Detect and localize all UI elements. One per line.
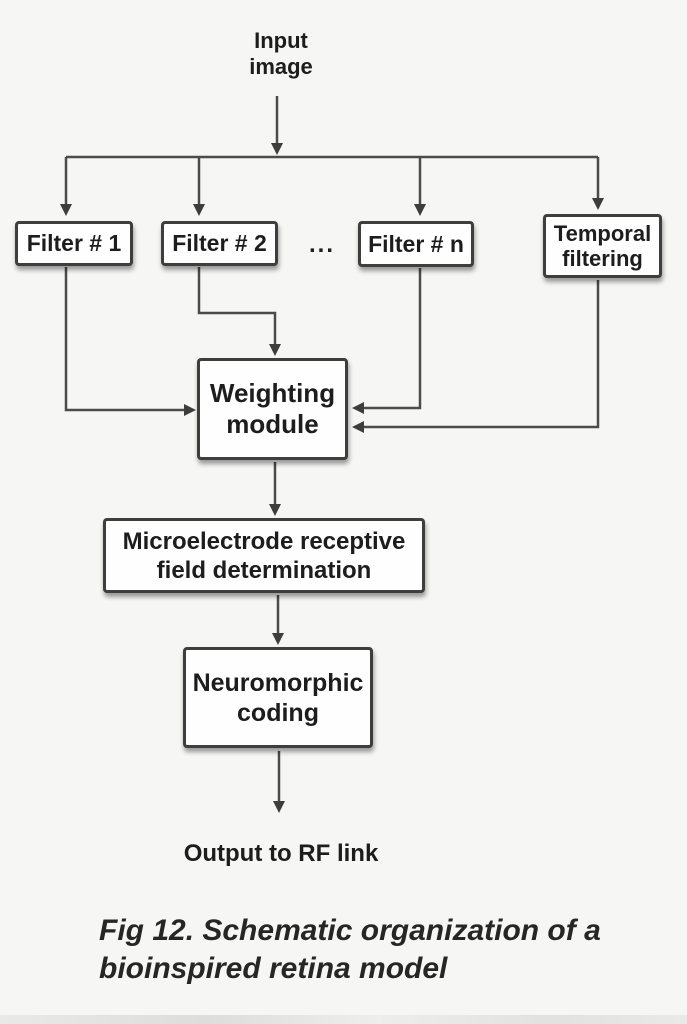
figure-caption-line2: bioinspired retina model [99, 952, 448, 985]
filter-2-box: Filter # 2 [161, 221, 278, 266]
microelectrode-line1: Microelectrode receptive [122, 527, 406, 555]
microelectrode-line2: field determination [156, 556, 372, 584]
temporal-line2: filtering [562, 246, 643, 271]
weighting-line2: module [226, 409, 319, 439]
filter-n-label: Filter # n [368, 230, 464, 257]
microelectrode-box: Microelectrode receptive field determina… [103, 518, 425, 593]
connector-filter1-to-weighting [64, 267, 196, 416]
filter-1-label: Filter # 1 [26, 230, 122, 257]
connector-temporal-to-weighting [352, 280, 600, 433]
figure-caption: Fig 12. Schematic organization of a bioi… [99, 912, 619, 988]
temporal-line1: Temporal [553, 221, 652, 246]
weighting-line1: Weighting [209, 378, 336, 408]
figure-caption-line1: Fig 12. Schematic organization of a [99, 914, 601, 947]
filter-n-box: Filter # n [358, 221, 474, 267]
input-image-label: Input image [201, 28, 361, 80]
scan-noise-strip [0, 1015, 687, 1024]
output-rf-label: Output to RF link [183, 840, 379, 867]
connector-filter2-to-weighting [197, 267, 281, 356]
connector-filtern-to-weighting [352, 268, 422, 414]
neuromorphic-line2: coding [237, 698, 319, 727]
filter-2-label: Filter # 2 [172, 230, 267, 257]
neuromorphic-box: Neuromorphic coding [183, 647, 373, 748]
filter-1-box: Filter # 1 [15, 221, 133, 266]
input-image-line2: image [249, 54, 313, 79]
ellipsis-label: ... [308, 231, 335, 258]
weighting-module-box: Weighting module [197, 358, 348, 460]
temporal-filtering-box: Temporal filtering [543, 214, 662, 278]
neuromorphic-line1: Neuromorphic [192, 668, 364, 697]
input-image-line1: Input [254, 28, 308, 53]
